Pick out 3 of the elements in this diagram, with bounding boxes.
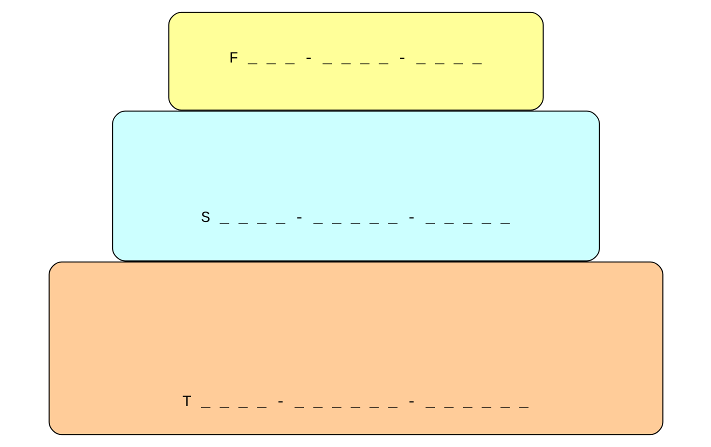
node-box: T _ _ _ _ - _ _ _ _ _ _ - _ _ _ _ _ _ — [48, 261, 663, 436]
node-box: F _ _ _ - _ _ _ _ - _ _ _ _ — [168, 12, 544, 111]
node-box: S _ _ _ _ - _ _ _ _ _ - _ _ _ _ _ — [112, 110, 600, 262]
